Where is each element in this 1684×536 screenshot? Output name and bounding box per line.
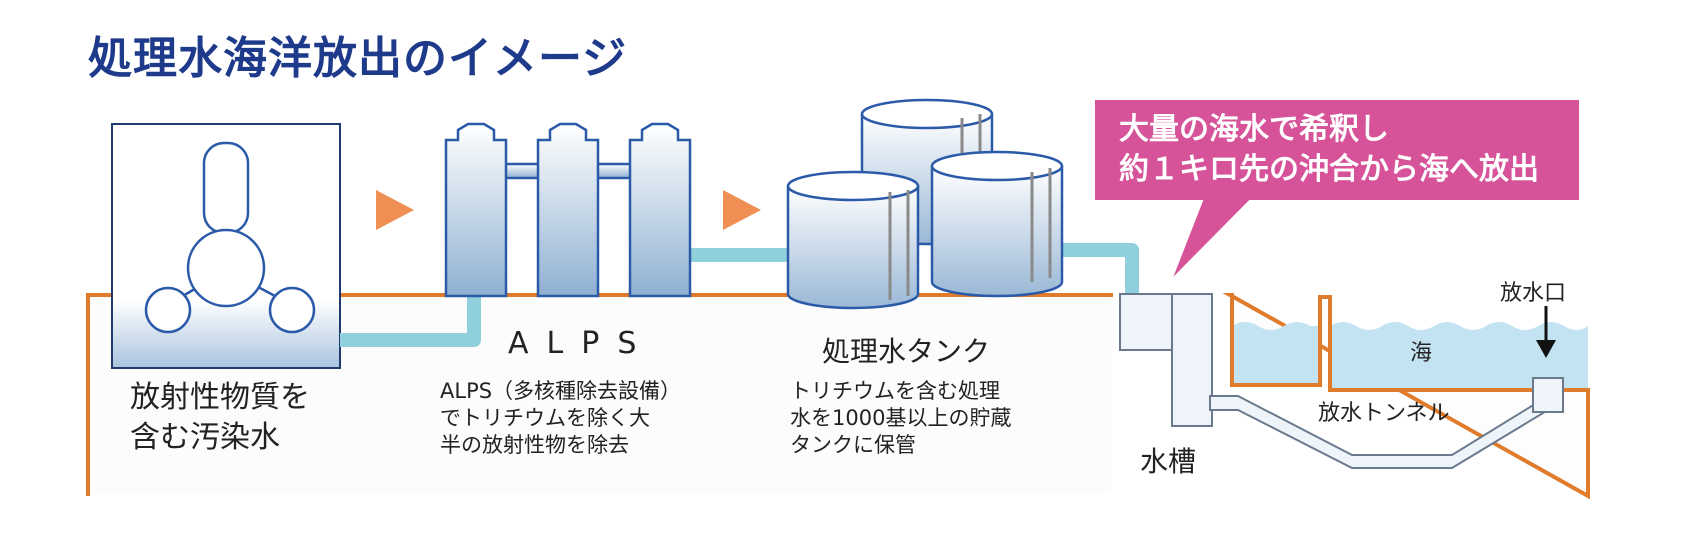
outlet-down-arrow-icon <box>1536 306 1556 358</box>
sea-area <box>1232 322 1588 388</box>
alps-unit <box>444 122 692 298</box>
alps-desc-line-1: ALPS（多核種除去設備） <box>440 379 682 403</box>
tank-desc-line-3: タンクに保管 <box>790 433 916 457</box>
alps-name: ALPS <box>508 326 655 361</box>
tank-name: 処理水タンク <box>822 335 991 368</box>
contaminated-label: 放射性物質を 含む汚染水 <box>130 378 310 458</box>
flow-arrow-icon <box>376 190 414 230</box>
seawall <box>1230 295 1588 392</box>
alps-desc-line-3: 半の放射性物を除去 <box>440 433 629 457</box>
tank-desc-line-1: トリチウムを含む処理 <box>790 379 1000 403</box>
callout-line-1: 大量の海水で希釈し <box>1119 112 1389 147</box>
tank-description: トリチウムを含む処理 水を1000基以上の貯蔵 タンクに保管 <box>790 378 1011 459</box>
tank-right <box>930 150 1064 298</box>
alps-desc-line-2: でトリチウムを除く大 <box>440 406 650 430</box>
tank-left <box>786 170 920 310</box>
outlet-label: 放水口 <box>1500 281 1567 306</box>
outlet-head <box>1532 377 1564 413</box>
treated-water-tanks <box>786 98 1064 310</box>
callout-line-2: 約１キロ先の沖合から海へ放出 <box>1119 152 1539 187</box>
tunnel-label: 放水トンネル <box>1318 401 1450 426</box>
flow-arrow-icon <box>723 190 761 230</box>
page-title: 処理水海洋放出のイメージ <box>88 33 628 84</box>
contaminated-label-line-2: 含む汚染水 <box>130 420 280 455</box>
pipes <box>340 243 1139 347</box>
reactor-icon <box>144 141 316 334</box>
water-tank <box>1119 293 1213 427</box>
alps-description: ALPS（多核種除去設備） でトリチウムを除く大 半の放射性物を除去 <box>440 378 681 459</box>
water-tank-label: 水槽 <box>1140 445 1197 478</box>
contaminated-label-line-1: 放射性物質を <box>130 380 310 415</box>
sea-label: 海 <box>1410 341 1433 366</box>
callout-box: 大量の海水で希釈し 約１キロ先の沖合から海へ放出 <box>1095 100 1579 200</box>
tank-desc-line-2: 水を1000基以上の貯蔵 <box>790 406 1012 430</box>
